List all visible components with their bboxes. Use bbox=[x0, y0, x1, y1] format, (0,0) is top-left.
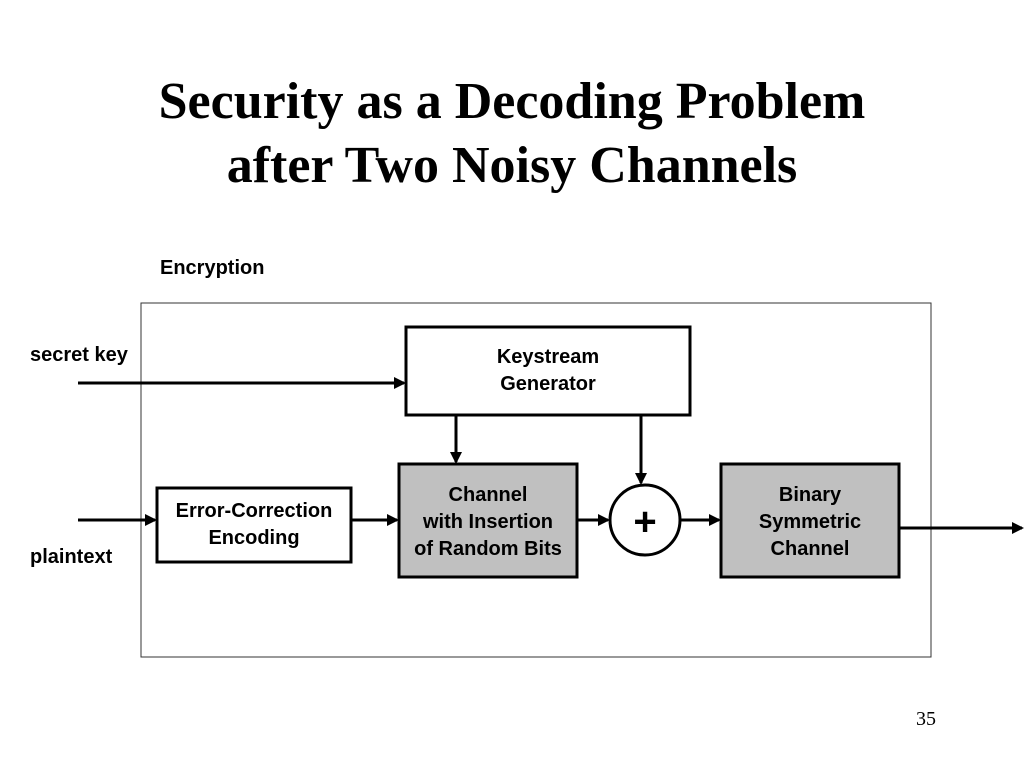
ecc-line-1: Error-Correction bbox=[175, 500, 333, 522]
keystream-generator-text: Keystream Generator bbox=[406, 327, 690, 415]
slide-title: Security as a Decoding Problem after Two… bbox=[0, 70, 1024, 198]
encryption-label: Encryption bbox=[160, 257, 265, 279]
keystream-line-1: Keystream bbox=[496, 346, 600, 368]
page-number: 35 bbox=[916, 708, 936, 730]
insertion-line-3: of Random Bits bbox=[414, 537, 562, 560]
insertion-line-2: with Insertion bbox=[423, 510, 553, 533]
encryption-enclosure bbox=[140, 302, 932, 658]
bsc-line-1: Binary bbox=[778, 483, 842, 506]
keystream-line-2: Generator bbox=[500, 373, 596, 395]
keystream-generator-box bbox=[404, 325, 692, 417]
insertion-channel-box bbox=[397, 462, 579, 579]
insertion-line-1: Channel bbox=[448, 483, 528, 506]
xor-plus-symbol: + bbox=[633, 500, 657, 544]
title-line-2: after Two Noisy Channels bbox=[226, 137, 798, 194]
ecc-line-2: Encoding bbox=[208, 527, 300, 549]
title-line-1: Security as a Decoding Problem bbox=[158, 73, 866, 130]
error-correction-text: Error-Correction Encoding bbox=[157, 488, 351, 562]
error-correction-box bbox=[155, 486, 353, 564]
bsc-line-3: Channel bbox=[770, 537, 850, 560]
plaintext-label: plaintext bbox=[30, 546, 113, 568]
secret-key-label: secret key bbox=[30, 344, 128, 366]
bsc-box bbox=[719, 462, 901, 579]
insertion-channel-text: Channel with Insertion of Random Bits bbox=[395, 468, 581, 576]
bsc-text: Binary Symmetric Channel bbox=[721, 468, 899, 576]
bsc-line-2: Symmetric bbox=[758, 510, 862, 533]
